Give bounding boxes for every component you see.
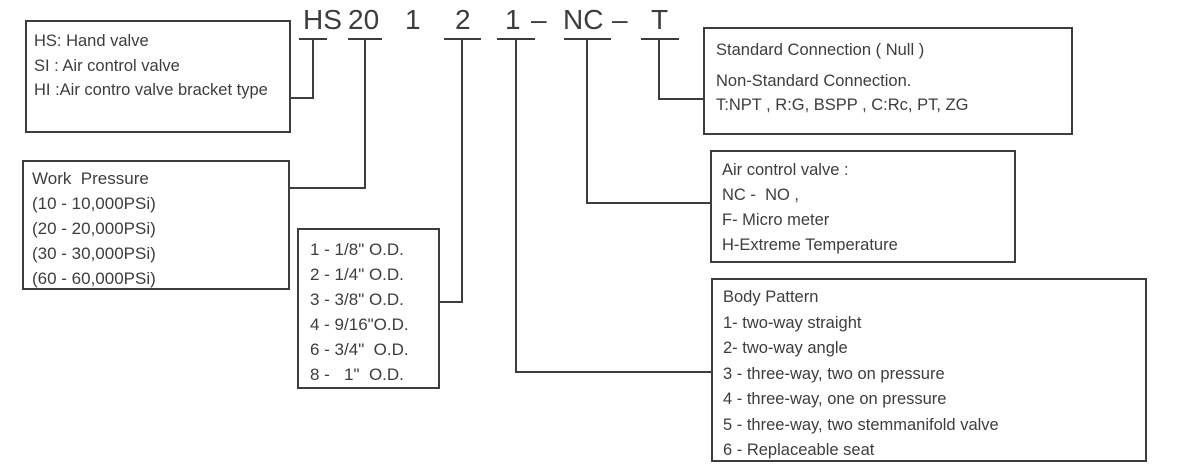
od-size-box: 1 - 1/8" O.D. 2 - 1/4" O.D. 3 - 3/8" O.D… [297, 228, 440, 389]
od-size-line: 1 - 1/8" O.D. [310, 240, 404, 259]
code-dash-1: – [531, 4, 547, 35]
body-pattern-line: 5 - three-way, two stemmanifold valve [723, 415, 999, 434]
code-segment-hs: HS [303, 4, 342, 35]
connector-od-vertical [461, 38, 463, 303]
body-pattern-line: 2- two-way angle [723, 339, 848, 357]
air-control-title: Air control valve : [722, 161, 849, 179]
connector-20-horizontal [289, 187, 366, 189]
connector-t-horizontal [658, 98, 705, 100]
body-pattern-line: 4 - three-way, one on pressure [723, 390, 947, 408]
body-pattern-line: 3 - three-way, two on pressure [723, 364, 945, 383]
valve-type-box: HS: Hand valve SI : Air control valve HI… [25, 20, 291, 133]
work-pressure-line: (30 - 30,000PSi) [32, 244, 156, 263]
work-pressure-line: (10 - 10,000PSi) [32, 194, 156, 213]
connection-line: Non-Standard Connection. [716, 72, 912, 90]
od-size-line: 2 - 1/4" O.D. [310, 265, 404, 284]
code-segment-20: 20 [348, 4, 380, 35]
work-pressure-line: (60 - 60,000PSi) [32, 269, 156, 288]
od-size-line: 6 - 3/4" O.D. [310, 340, 409, 359]
connector-t-vertical [658, 38, 660, 100]
connector-body-horizontal [515, 371, 713, 373]
body-pattern-box: Body Pattern 1- two-way straight 2- two-… [711, 278, 1147, 462]
connector-nc-vertical [586, 38, 588, 204]
work-pressure-box: Work Pressure (10 - 10,000PSi) (20 - 20,… [22, 160, 290, 290]
body-pattern-line: 6 - Replaceable seat [723, 441, 875, 459]
connection-line: Standard Connection ( Null ) [716, 41, 925, 59]
connector-hs-vertical [312, 38, 314, 99]
od-size-line: 8 - 1" O.D. [310, 365, 404, 384]
work-pressure-line: (20 - 20,000PSi) [32, 219, 156, 238]
od-size-line: 4 - 9/16"O.D. [310, 315, 409, 334]
work-pressure-title: Work Pressure [32, 169, 149, 188]
valve-type-line: HS: Hand valve [34, 32, 149, 50]
code-dash-2: – [612, 4, 628, 35]
connector-body-vertical [515, 38, 517, 373]
code-segment-nc: NC [563, 4, 604, 35]
connector-t-tick [641, 38, 679, 40]
air-control-line: F- Micro meter [722, 211, 830, 229]
valve-type-line: SI : Air control valve [34, 56, 180, 75]
connector-20-vertical [364, 38, 366, 189]
connector-od-horizontal [438, 301, 463, 303]
code-segment-t: T [651, 4, 669, 35]
body-pattern-line: 1- two-way straight [723, 313, 862, 332]
code-segment-1b: 1 [505, 4, 521, 35]
connection-line: T:NPT , R:G, BSPP , C:Rc, PT, ZG [716, 96, 969, 114]
air-control-line: NC - NO , [722, 186, 799, 204]
code-segment-1a: 1 [405, 4, 421, 35]
od-size-line: 3 - 3/8" O.D. [310, 290, 404, 309]
connector-nc-horizontal [586, 202, 712, 204]
connection-box: Standard Connection ( Null ) Non-Standar… [703, 27, 1073, 135]
body-pattern-title: Body Pattern [723, 288, 819, 306]
connector-hs-horizontal [291, 97, 314, 99]
valve-type-line: HI :Air contro valve bracket type [34, 81, 268, 99]
code-segment-2: 2 [455, 4, 471, 35]
air-control-box: Air control valve : NC - NO , F- Micro m… [710, 150, 1016, 263]
air-control-line: H-Extreme Temperature [722, 236, 898, 254]
